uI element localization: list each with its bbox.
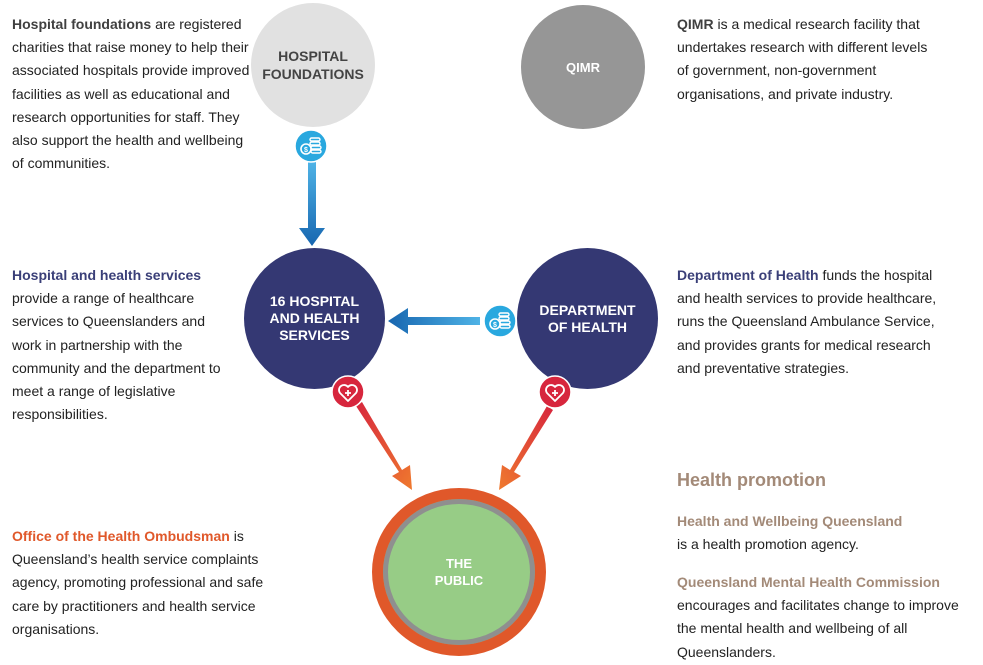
doh-line2: OF HEALTH	[547, 318, 628, 335]
hhs-description: Hospital and health services provide a r…	[12, 264, 237, 426]
qimr-body: is a medical research facility that unde…	[677, 16, 928, 102]
hhs-title: Hospital and health services	[12, 267, 202, 283]
money-coins-icon: $	[483, 304, 517, 338]
svg-text:$: $	[304, 147, 308, 154]
qimr-title: QIMR	[677, 16, 714, 32]
doh-description: Department of Health funds the hospital …	[677, 264, 945, 380]
ombudsman-body: is Queensland’s health service complaint…	[12, 528, 264, 637]
hhs-node: 16 HOSPITAL AND HEALTH SERVICES	[244, 248, 385, 389]
hhs-line1: 16 HOSPITAL	[269, 293, 360, 309]
arrow-hhs-to-public	[356, 402, 412, 490]
arrow-doh-to-hhs	[388, 308, 480, 334]
public-line2: PUBLIC	[434, 573, 484, 588]
hospital-foundations-description: Hospital foundations are registered char…	[12, 13, 250, 175]
health-promotion-heading: Health promotion	[677, 470, 826, 490]
heart-plus-icon	[331, 375, 365, 409]
hospital-foundations-body: are registered charities that raise mone…	[12, 16, 250, 172]
hwq-description: Health and Wellbeing Queensland is a hea…	[677, 510, 967, 556]
hhs-line2: AND HEALTH	[269, 310, 360, 326]
hospital-foundations-line1: HOSPITAL	[278, 48, 348, 64]
arrow-foundations-to-hhs	[299, 162, 325, 246]
hospital-foundations-line2: FOUNDATIONS	[262, 66, 364, 82]
hospital-foundations-node: HOSPITAL FOUNDATIONS	[251, 3, 375, 127]
hospital-foundations-title: Hospital foundations	[12, 16, 152, 32]
qimr-node: QIMR	[521, 5, 645, 129]
qimr-description: QIMR is a medical research facility that…	[677, 13, 929, 106]
doh-body: funds the hospital and health services t…	[677, 267, 937, 376]
ombudsman-title: Office of the Health Ombudsman	[12, 528, 230, 544]
heart-plus-icon	[538, 375, 572, 409]
doh-line1: DEPARTMENT	[539, 301, 636, 318]
hwq-body: is a health promotion agency.	[677, 536, 859, 553]
hwq-title: Health and Wellbeing Queensland	[677, 513, 903, 529]
arrow-doh-to-public	[499, 406, 553, 490]
ombudsman-description: Office of the Health Ombudsman is Queens…	[12, 525, 294, 641]
qmhc-description: Queensland Mental Health Commission enco…	[677, 571, 967, 664]
money-coins-icon: $	[294, 129, 328, 163]
qimr-label: QIMR	[566, 59, 600, 75]
svg-text:$: $	[493, 322, 497, 329]
qmhc-title: Queensland Mental Health Commission	[677, 574, 940, 590]
doh-title: Department of Health	[677, 267, 819, 283]
doh-node: DEPARTMENT OF HEALTH	[517, 248, 658, 389]
qmhc-body: encourages and facilitates change to imp…	[677, 597, 959, 660]
hhs-body: provide a range of healthcare services t…	[12, 290, 221, 423]
public-line1: THE	[445, 556, 472, 571]
public-node: THE PUBLIC	[372, 488, 546, 656]
hhs-line3: SERVICES	[279, 327, 350, 343]
